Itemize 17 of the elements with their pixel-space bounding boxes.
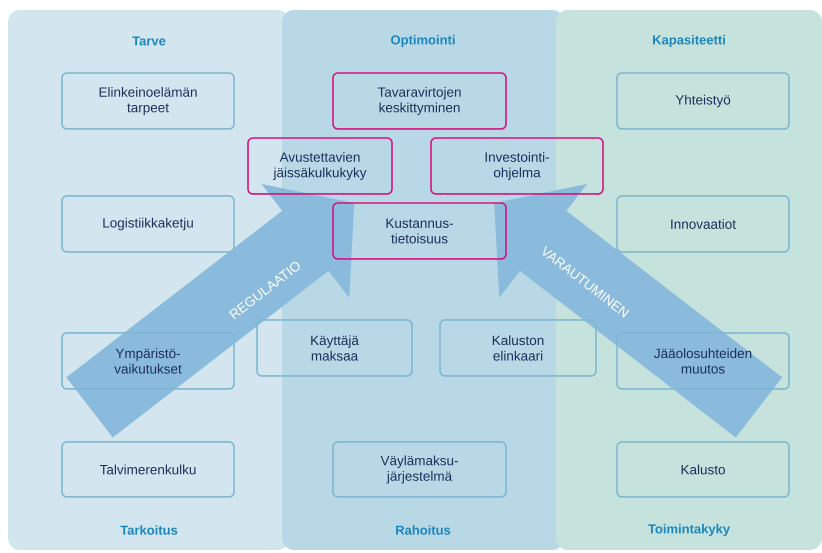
text-box: Elinkeinoelämän tarpeet: [61, 72, 235, 130]
text-box: Käyttäjä maksaa: [256, 319, 413, 377]
text-box: Tavaravirtojen keskittyminen: [332, 72, 507, 130]
text-box: Avustettavien jäissäkulkukyky: [247, 137, 393, 195]
text-box: Logistiikkaketju: [61, 195, 235, 253]
text-box: Ympäristö- vaikutukset: [61, 332, 235, 390]
text-box: Investointi- ohjelma: [430, 137, 604, 195]
text-box: Talvimerenkulku: [61, 441, 235, 498]
text-box: Kalusto: [616, 441, 790, 498]
text-box: Jääolosuhteiden muutos: [616, 332, 790, 390]
block-arrow: [66, 184, 354, 438]
text-box: Kaluston elinkaari: [439, 319, 597, 377]
text-box: Innovaatiot: [616, 195, 790, 253]
text-box: Kustannus- tietoisuus: [332, 202, 507, 260]
text-box: Yhteistyö: [616, 72, 790, 130]
text-box: Väylämaksu- järjestelmä: [332, 441, 507, 498]
block-arrow: [494, 184, 782, 438]
